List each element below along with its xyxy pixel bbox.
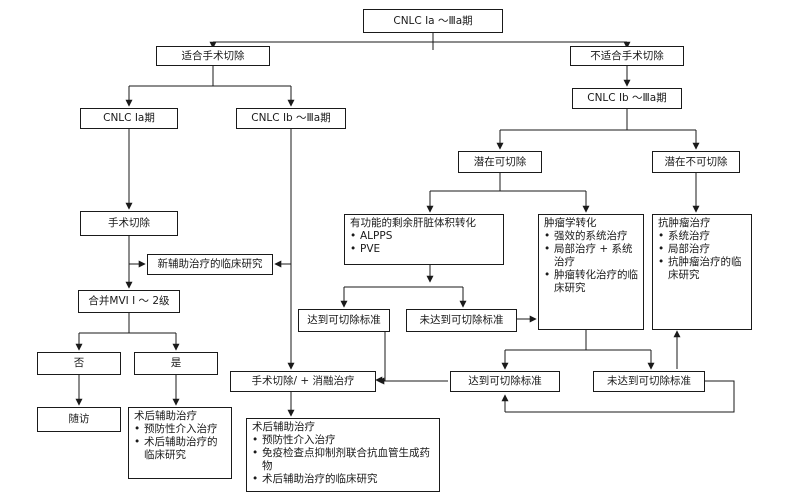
list-item: ALPPS	[350, 230, 498, 243]
node-fails-resection-criteria-b: 未达到可切除标准	[593, 371, 705, 392]
node-antitumor-therapy-title: 抗肿瘤治疗	[658, 217, 711, 229]
list-item: 强效的系统治疗	[544, 230, 638, 243]
node-root: CNLC Ⅰa ～Ⅲa期	[363, 9, 503, 33]
list-item: PVE	[350, 243, 498, 256]
list-item: 局部治疗	[658, 243, 746, 256]
list-item: 预防性介入治疗	[134, 423, 226, 436]
node-follow-up: 随访	[37, 407, 121, 432]
node-neoadjuvant-trial: 新辅助治疗的临床研究	[147, 254, 273, 275]
list-item: 局部治疗 + 系统治疗	[544, 243, 638, 269]
list-item: 系统治疗	[658, 230, 746, 243]
node-meets-resection-criteria-a: 达到可切除标准	[298, 309, 390, 332]
list-item: 术后辅助治疗的临床研究	[134, 436, 226, 462]
node-antitumor-therapy: 抗肿瘤治疗 系统治疗 局部治疗 抗肿瘤治疗的临床研究	[652, 214, 752, 330]
node-cnlc-ia: CNLC Ⅰa期	[80, 108, 178, 129]
node-adjuvant-left: 术后辅助治疗 预防性介入治疗 术后辅助治疗的临床研究	[128, 407, 232, 479]
node-oncologic-conversion: 肿瘤学转化 强效的系统治疗 局部治疗 + 系统治疗 肿瘤转化治疗的临床研究	[538, 214, 644, 330]
node-potentially-resectable: 潜在可切除	[458, 151, 542, 173]
node-yes: 是	[134, 352, 218, 375]
node-no: 否	[37, 352, 121, 375]
node-unsuitable-for-surgery: 不适合手术切除	[570, 46, 684, 66]
node-oncologic-conversion-title: 肿瘤学转化	[544, 217, 597, 229]
list-item: 预防性介入治疗	[252, 434, 434, 447]
arrow	[375, 332, 386, 384]
node-meets-resection-criteria-b: 达到可切除标准	[450, 371, 560, 392]
node-potentially-unresectable: 潜在不可切除	[652, 151, 740, 173]
list-item: 免疫检查点抑制剂联合抗血管生成药物	[252, 447, 434, 473]
node-cnlc-ib-iiia-right: CNLC Ⅰb ～Ⅲa期	[572, 88, 682, 109]
list-item: 抗肿瘤治疗的临床研究	[658, 256, 746, 282]
node-surgical-resection: 手术切除	[80, 211, 178, 236]
node-fails-resection-criteria-a: 未达到可切除标准	[406, 309, 517, 332]
connector	[505, 380, 735, 413]
node-suitable-for-surgery: 适合手术切除	[156, 46, 270, 66]
node-flr-conversion-title: 有功能的剩余肝脏体积转化	[350, 217, 476, 229]
node-resection-plus-ablation: 手术切除/ + 消融治疗	[230, 371, 376, 392]
node-adjuvant-left-title: 术后辅助治疗	[134, 410, 197, 422]
node-mvi-grade: 合并MVI Ⅰ ～ 2级	[78, 290, 180, 313]
node-adjuvant-middle: 术后辅助治疗 预防性介入治疗 免疫检查点抑制剂联合抗血管生成药物 术后辅助治疗的…	[246, 418, 440, 492]
list-item: 术后辅助治疗的临床研究	[252, 473, 434, 486]
node-flr-conversion: 有功能的剩余肝脏体积转化 ALPPS PVE	[344, 214, 504, 265]
node-adjuvant-middle-title: 术后辅助治疗	[252, 421, 315, 433]
node-cnlc-ib-iiia-left: CNLC Ⅰb ～Ⅲa期	[236, 108, 346, 129]
list-item: 肿瘤转化治疗的临床研究	[544, 269, 638, 295]
